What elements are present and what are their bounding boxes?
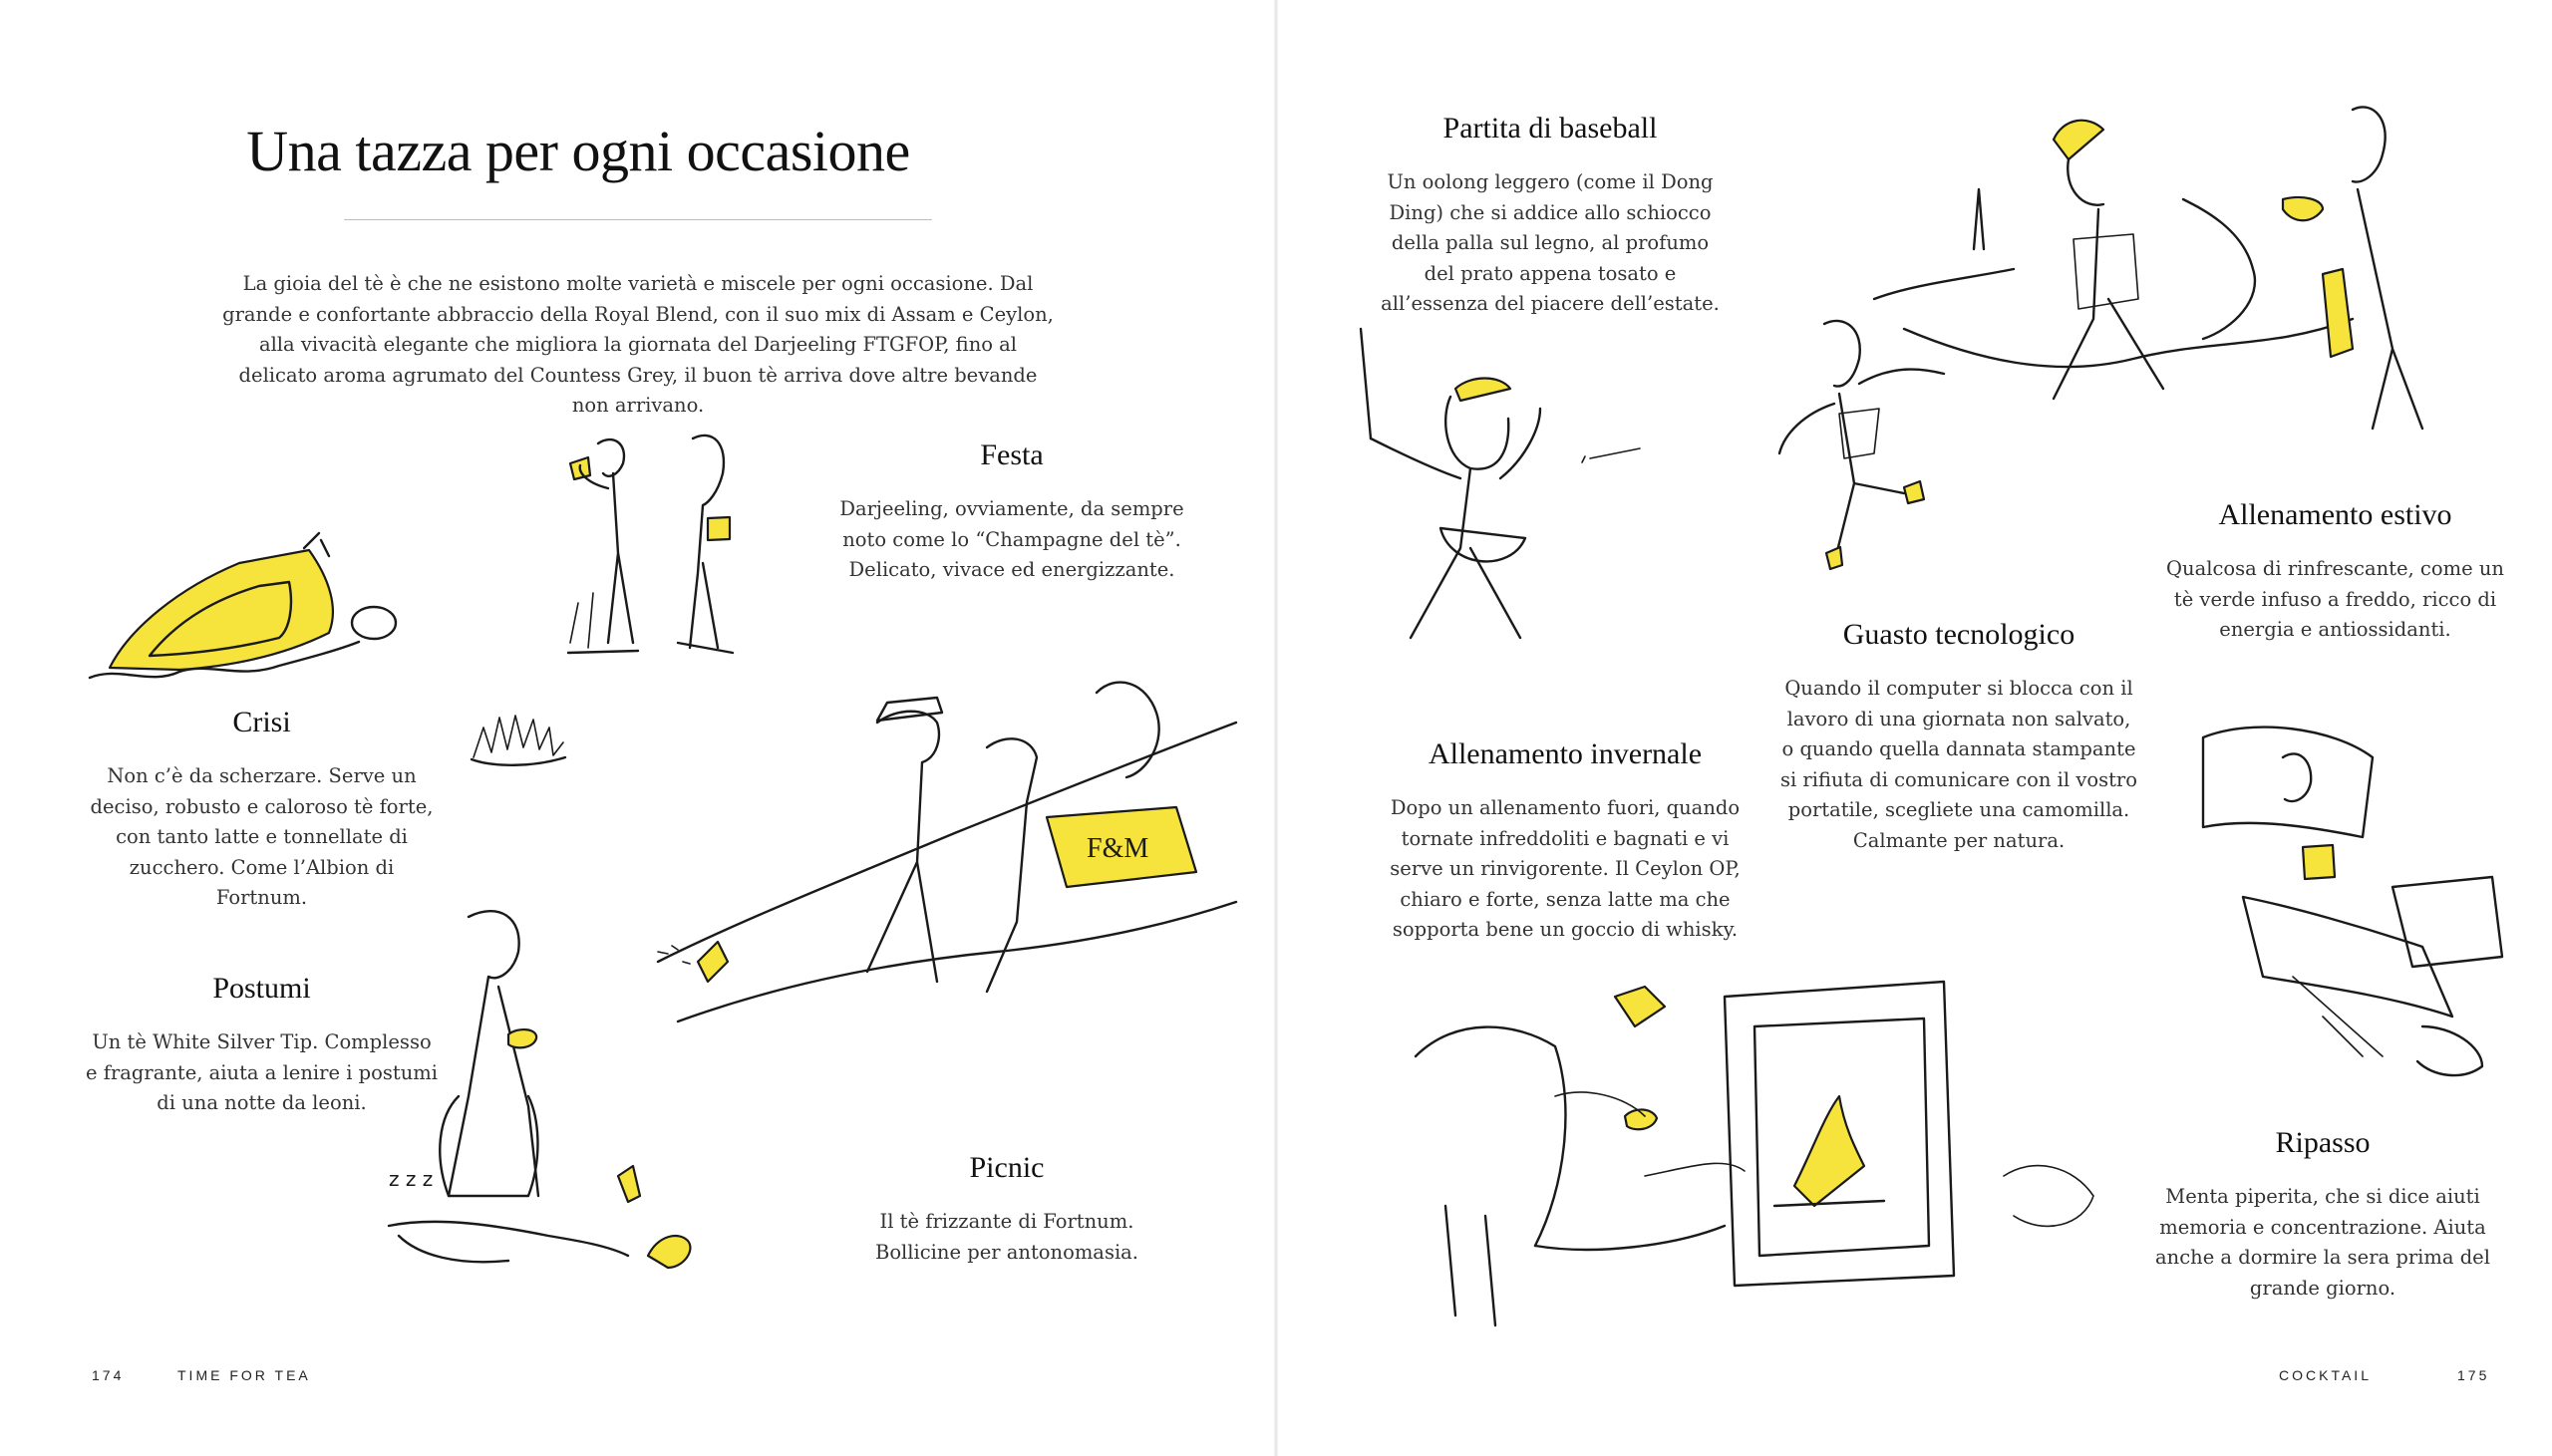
section-heading: Festa: [980, 438, 1044, 471]
page-gutter: [1274, 0, 1278, 1456]
section-heading: Partita di baseball: [1442, 112, 1658, 145]
section-heading: Allenamento estivo: [2218, 498, 2452, 531]
hedgehog-illustration: [470, 715, 567, 766]
section-postumi: Postumi Un tè White Silver Tip. Compless…: [85, 972, 439, 1119]
section-crisi: Crisi Non c’è da scherzare. Serve un dec…: [85, 706, 439, 914]
section-body: Dopo un allenamento fuori, quando tornat…: [1390, 796, 1741, 941]
section-body: Quando il computer si blocca con il lavo…: [1779, 677, 2137, 852]
intro-paragraph: La gioia del tè è che ne esistono molte …: [222, 272, 1054, 417]
section-heading: Ripasso: [2275, 1126, 2371, 1159]
section-body: Qualcosa di rinfrescante, come un tè ver…: [2166, 557, 2504, 641]
section-heading: Guasto tecnologico: [1842, 618, 2075, 651]
section-heading: Postumi: [212, 972, 311, 1005]
section-picnic: Picnic Il tè frizzante di Fortnum. Bolli…: [857, 1151, 1156, 1268]
left-page: Una tazza per ogni occasione La gioia de…: [85, 119, 1238, 1383]
section-body: Il tè frizzante di Fortnum. Bollicine pe…: [874, 1210, 1139, 1264]
folio-page-number: 174: [92, 1367, 125, 1383]
title-divider: [344, 219, 932, 220]
folio-page-number: 175: [2457, 1367, 2490, 1383]
section-ripasso: Ripasso Menta piperita, che si dice aiut…: [2133, 1126, 2512, 1304]
section-partita-di-baseball: Partita di baseball Un oolong leggero (c…: [1376, 112, 1725, 320]
crashed-car-illustration: [88, 531, 398, 680]
section-body: Un oolong leggero (come il Dong Ding) ch…: [1381, 170, 1720, 315]
section-heading: Crisi: [232, 706, 291, 738]
party-couple-illustration: [566, 434, 735, 655]
right-page: Partita di baseball Un oolong leggero (c…: [1276, 0, 2552, 1456]
section-allenamento-invernale: Allenamento invernale Dopo un allenament…: [1386, 737, 1745, 946]
section-guasto-tecnologico: Guasto tecnologico Quando il computer si…: [1779, 618, 2138, 856]
page-title: Una tazza per ogni occasione: [246, 119, 910, 183]
folio-running-title: TIME FOR TEA: [177, 1367, 311, 1383]
section-body: Menta piperita, che si dice aiuti memori…: [2155, 1185, 2490, 1300]
section-heading: Allenamento invernale: [1428, 737, 1703, 770]
summer-training-illustration: [1872, 106, 2424, 431]
picnic-illustration: F&M: [656, 681, 1238, 1023]
folio-running-title: COCKTAIL: [2279, 1367, 2372, 1383]
hangover-illustration: z z z: [387, 910, 692, 1270]
sleep-zzz: z z z: [389, 1167, 433, 1191]
section-body: Darjeeling, ovviamente, da sempre noto c…: [839, 497, 1184, 581]
section-allenamento-estivo: Allenamento estivo Qualcosa di rinfresca…: [2158, 498, 2512, 646]
section-festa: Festa Darjeeling, ovviamente, da sempre …: [827, 438, 1196, 586]
tech-failure-illustration: [2201, 726, 2504, 1077]
section-body: Un tè White Silver Tip. Complesso e frag…: [86, 1030, 438, 1114]
baseball-player-illustration: [1359, 327, 1641, 640]
basket-label: F&M: [1087, 833, 1148, 864]
winter-training-illustration: [1414, 980, 2094, 1327]
section-heading: Picnic: [969, 1151, 1045, 1184]
runner-illustration: [1777, 319, 1946, 571]
section-body: Non c’è da scherzare. Serve un deciso, r…: [90, 764, 434, 909]
